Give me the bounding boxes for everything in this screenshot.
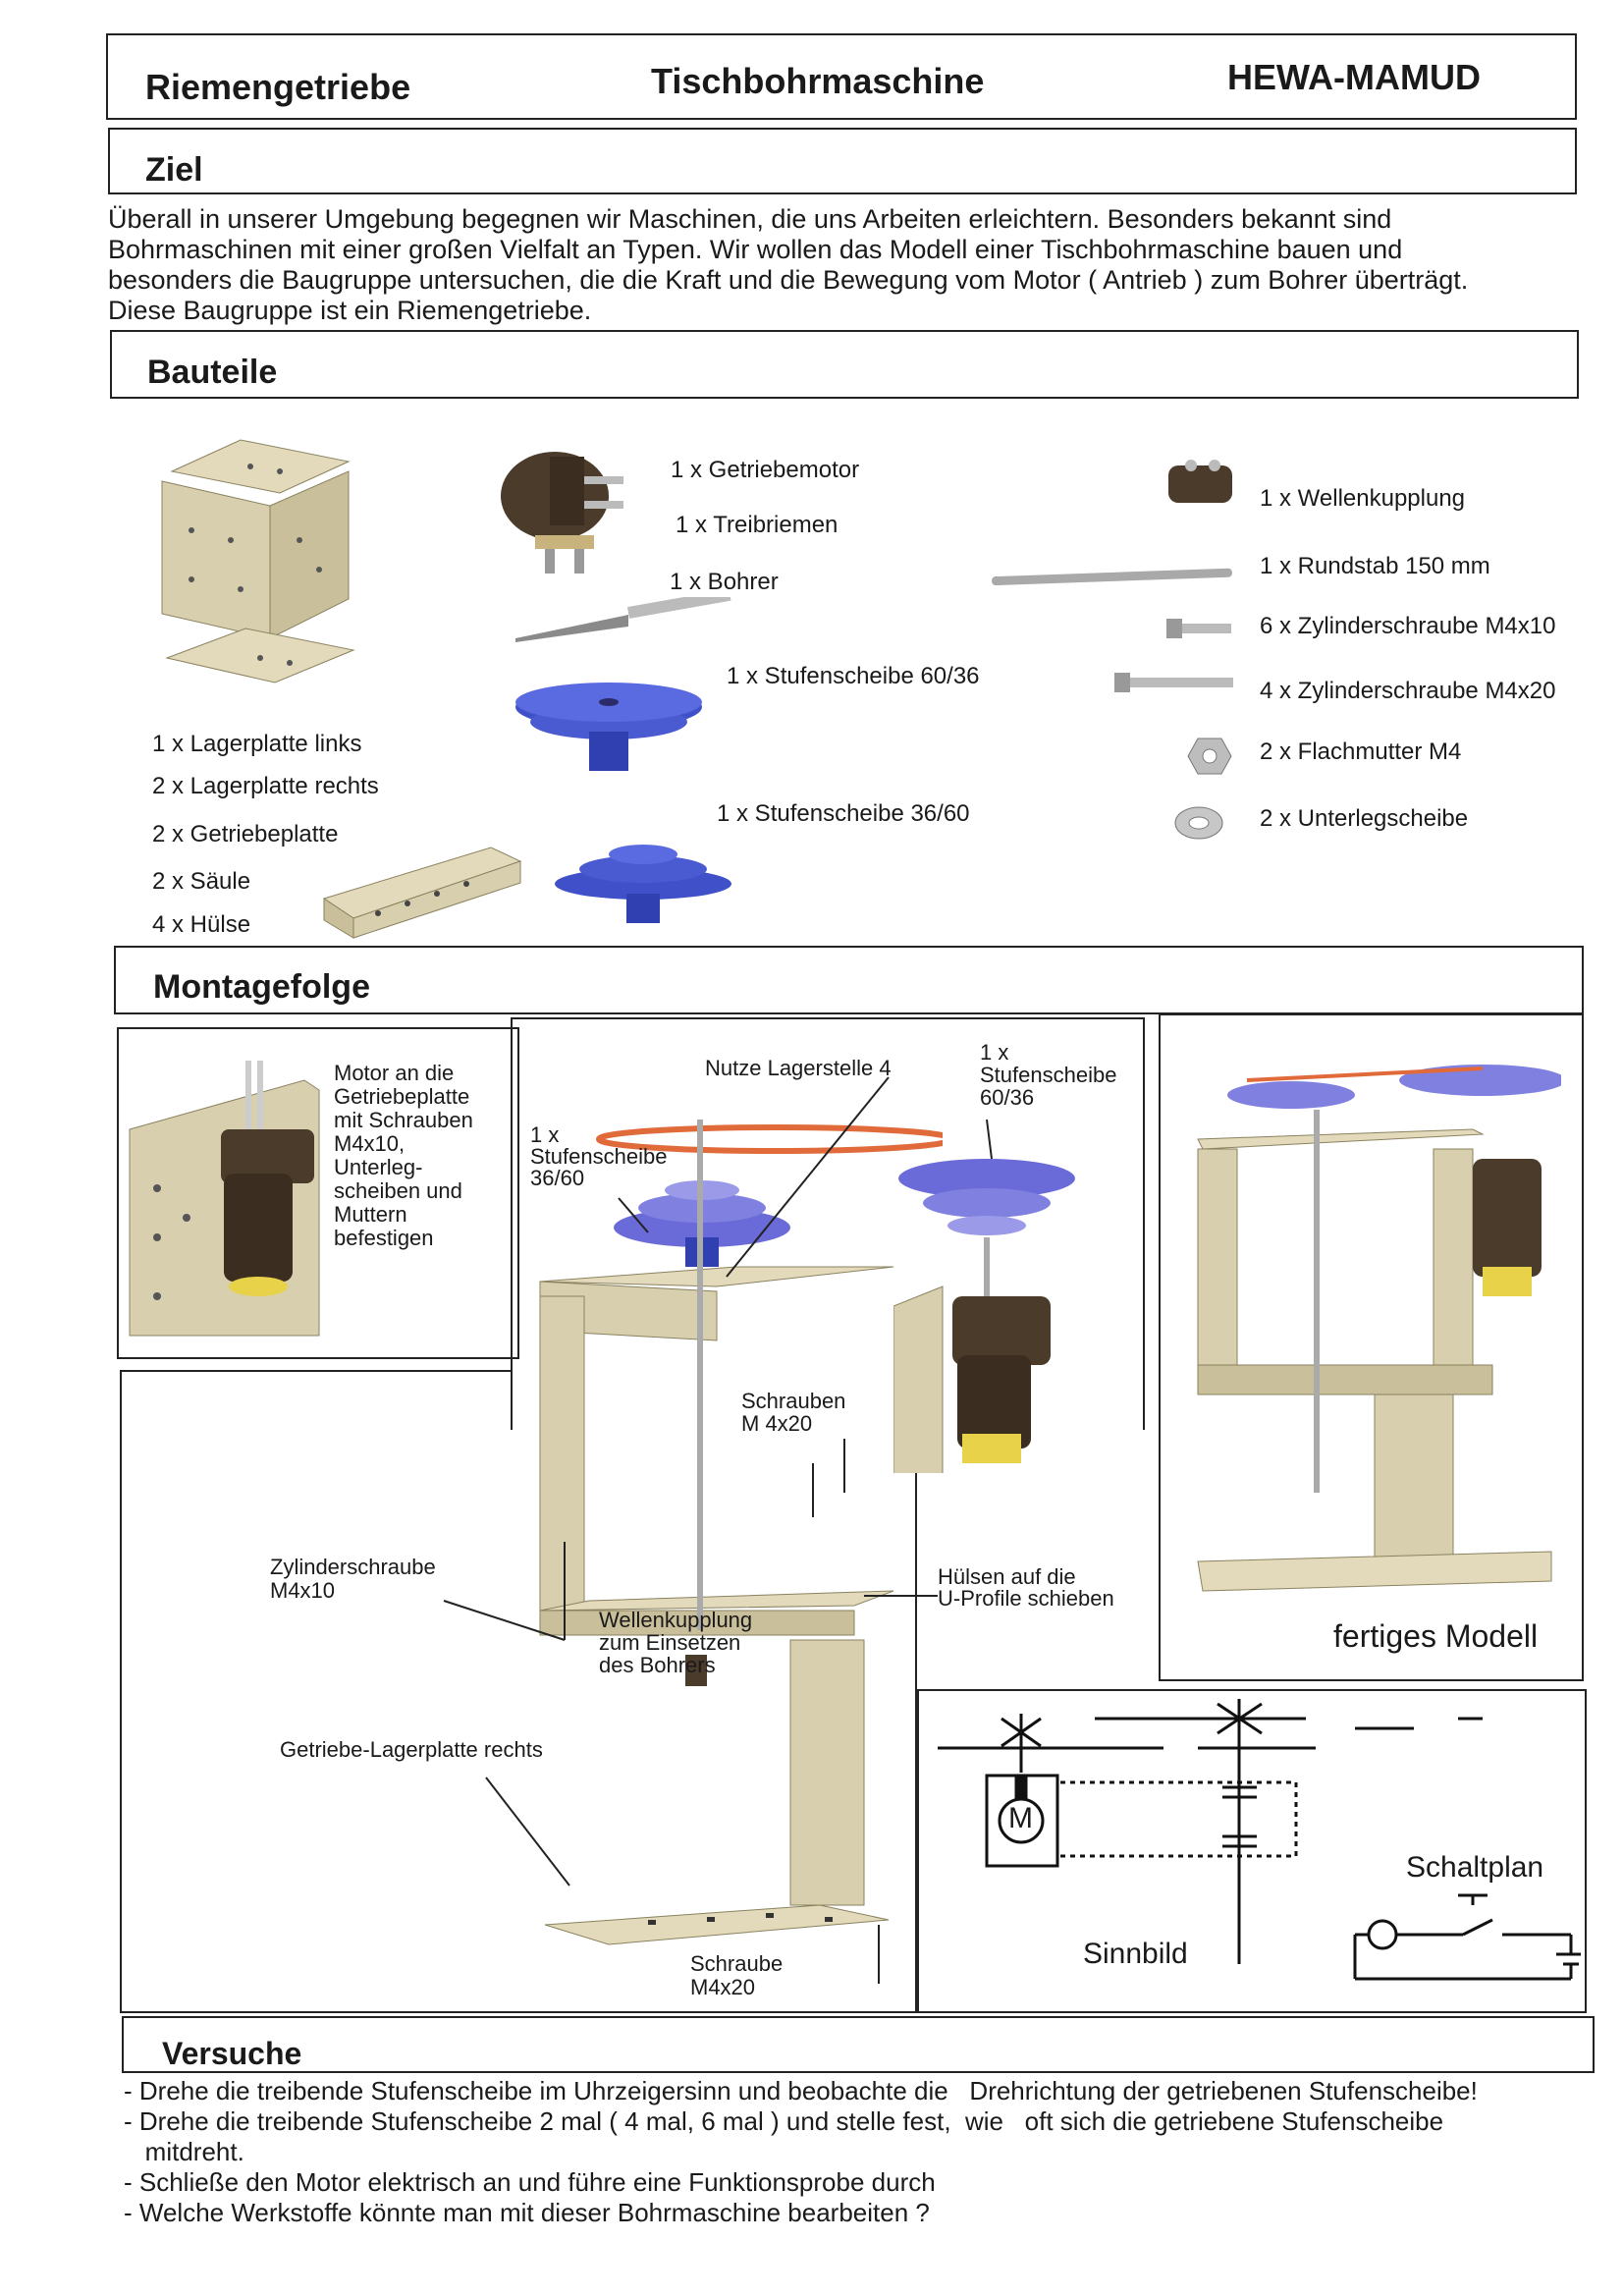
label-wellen-1: Wellenkupplung: [599, 1608, 753, 1632]
header-center: Tischbohrmaschine: [651, 61, 985, 101]
label-stufe-a-3: 60/36: [980, 1085, 1035, 1110]
label-stufe-a-2: Stufenscheibe: [980, 1063, 1117, 1087]
washer-image: [1174, 806, 1223, 840]
motor-symbol-m: M: [1008, 1802, 1033, 1834]
versuche-title: Versuche: [162, 2036, 302, 2071]
left-part-2: 2 x Lagerplatte rechts: [152, 773, 379, 799]
mid-part-1: 1 x Getriebemotor: [671, 457, 860, 483]
motor-text-3: mit Schrauben: [334, 1108, 473, 1132]
motor-text-5: Unterleg-: [334, 1155, 423, 1179]
header-right: HEWA-MAMUD: [1227, 57, 1481, 97]
screw-m4x20-image: [1114, 673, 1233, 692]
gear-motor-image: [501, 452, 623, 574]
schematic-diagram: [938, 1699, 1581, 1981]
versuche-line-2: - Drehe die treibende Stufenscheibe 2 ma…: [124, 2106, 1444, 2136]
left-part-3: 2 x Getriebeplatte: [152, 821, 339, 847]
column-image: [322, 847, 522, 939]
motor-text-8: befestigen: [334, 1226, 434, 1250]
right-part-2: 1 x Rundstab 150 mm: [1260, 553, 1490, 579]
right-part-4: 4 x Zylinderschraube M4x20: [1260, 678, 1556, 704]
right-part-3: 6 x Zylinderschraube M4x10: [1260, 613, 1556, 639]
mid-part-5: 1 x Stufenscheibe 36/60: [717, 800, 970, 827]
label-schraube-2: M4x20: [690, 1975, 756, 1999]
ziel-title: Ziel: [145, 151, 203, 189]
motor-text-2: Getriebeplatte: [334, 1084, 470, 1109]
fertig-label: fertiges Modell: [1333, 1618, 1539, 1654]
motor-text-1: Motor an die: [334, 1061, 455, 1085]
bauteile-box: [110, 330, 1579, 399]
assembly-panel: [511, 1017, 1145, 1430]
finished-panel: [1159, 1013, 1584, 1681]
label-stufe-b-3: 36/60: [530, 1166, 585, 1190]
round-rod-image: [992, 568, 1232, 586]
versuche-line-3: mitdreht.: [124, 2137, 244, 2166]
header-box: [106, 33, 1577, 120]
label-stufe-b-1: 1 x: [530, 1122, 560, 1147]
bauteile-title: Bauteile: [147, 354, 278, 391]
ziel-line-1: Überall in unserer Umgebung begegnen wir…: [108, 204, 1392, 234]
pulley-60-36-image: [515, 683, 702, 771]
label-schrauben-1: Schrauben: [741, 1389, 846, 1413]
shaft-coupling-image: [1168, 460, 1232, 503]
motor-text-4: M4x10,: [334, 1131, 406, 1156]
label-huelsen-2: U-Profile schieben: [938, 1586, 1114, 1611]
right-part-6: 2 x Unterlegscheibe: [1260, 805, 1469, 832]
label-stufe-a-1: 1 x: [980, 1040, 1009, 1065]
mid-part-4: 1 x Stufenscheibe 60/36: [727, 663, 980, 689]
ziel-box: [108, 128, 1577, 194]
ziel-line-3: besonders die Baugruppe untersuchen, die…: [108, 265, 1469, 295]
left-part-1: 1 x Lagerplatte links: [152, 731, 362, 757]
label-wellen-3: des Bohrers: [599, 1653, 716, 1677]
versuche-line-4: - Schließe den Motor elektrisch an und f…: [124, 2167, 936, 2197]
right-part-5: 2 x Flachmutter M4: [1260, 738, 1462, 765]
finished-model-image: [1197, 1065, 1561, 1592]
sinnbild-label: Sinnbild: [1083, 1938, 1188, 1970]
left-part-5: 4 x Hülse: [152, 911, 251, 938]
right-pulley-motor-image: [893, 1159, 1075, 1473]
versuche-line-5: - Welche Werkstoffe könnte man mit diese…: [124, 2198, 930, 2227]
bearing-plates-image: [161, 439, 355, 683]
main-panel-top-line: [120, 1370, 513, 1372]
schematic-panel: [917, 1689, 1587, 2013]
screw-m4x10-image: [1166, 619, 1231, 638]
label-zylinder-2: M4x10: [270, 1578, 336, 1603]
pulley-36-60-image: [555, 845, 731, 923]
header-left: Riemengetriebe: [145, 67, 411, 107]
flat-nut-image: [1187, 738, 1232, 775]
schaltplan-label: Schaltplan: [1406, 1851, 1544, 1884]
mid-part-2: 1 x Treibriemen: [676, 512, 839, 538]
motor-mount-image: [129, 1061, 320, 1337]
versuche-line-1: - Drehe die treibende Stufenscheibe im U…: [124, 2076, 1478, 2105]
label-wellen-2: zum Einsetzen: [599, 1630, 741, 1655]
mid-part-3: 1 x Bohrer: [670, 569, 779, 595]
left-part-4: 2 x Säule: [152, 868, 251, 895]
montage-box: [114, 946, 1584, 1014]
drill-bit-image: [515, 597, 731, 642]
label-schraube-1: Schraube: [690, 1951, 784, 1976]
ziel-line-2: Bohrmaschinen mit einer großen Vielfalt …: [108, 235, 1403, 264]
label-stufe-b-2: Stufenscheibe: [530, 1144, 668, 1169]
label-getriebe-lager: Getriebe-Lagerplatte rechts: [280, 1737, 543, 1762]
label-zylinder-1: Zylinderschraube: [270, 1555, 436, 1579]
exploded-assembly-image: [539, 1120, 943, 1945]
motor-panel: [117, 1027, 519, 1359]
main-panel-lower: [120, 1370, 917, 2013]
label-nutze: Nutze Lagerstelle 4: [705, 1056, 892, 1080]
ziel-line-4: Diese Baugruppe ist ein Riemengetriebe.: [108, 296, 592, 325]
montage-title: Montagefolge: [153, 968, 370, 1006]
versuche-box: [122, 2016, 1595, 2073]
label-schrauben-2: M 4x20: [741, 1411, 813, 1436]
label-huelsen-1: Hülsen auf die: [938, 1564, 1076, 1589]
motor-text-7: Muttern: [334, 1202, 407, 1227]
right-part-1: 1 x Wellenkupplung: [1260, 485, 1466, 512]
motor-text-6: scheiben und: [334, 1178, 462, 1203]
